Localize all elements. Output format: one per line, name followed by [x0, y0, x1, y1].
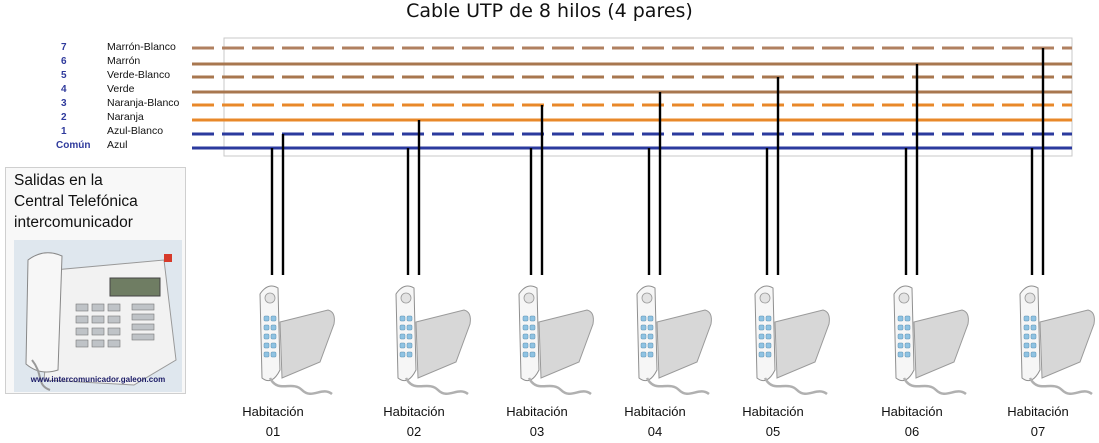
legend-number: 3: [61, 98, 67, 109]
legend-wire-name: Azul-Blanco: [107, 125, 164, 137]
pbx-phone-icon: www.intercomunicador.galeon.com: [14, 240, 182, 392]
room-label-name: Habitación: [881, 404, 943, 419]
legend-number: 4: [61, 84, 67, 95]
wall-phone-icon: [754, 285, 830, 396]
room-number: 06: [904, 424, 920, 439]
room-label: Habitación 03: [492, 402, 582, 442]
room-label-name: Habitación: [624, 404, 686, 419]
legend-number: 5: [61, 70, 67, 81]
legend-number: Común: [56, 140, 91, 151]
legend-number: 6: [61, 56, 67, 67]
room-label: Habitación 01: [228, 402, 318, 442]
legend-number: 1: [61, 126, 67, 137]
central-office-url: www.intercomunicador.galeon.com: [30, 375, 166, 384]
room-number: 07: [1030, 424, 1046, 439]
room-label: Habitación 04: [610, 402, 700, 442]
room-label: Habitación 07: [993, 402, 1083, 442]
room-number: 04: [647, 424, 663, 439]
wall-phone-icon: [1019, 285, 1095, 396]
legend-number: 7: [61, 42, 67, 53]
room-number: 03: [529, 424, 545, 439]
central-office-box: Salidas en la Central Telefónica interco…: [5, 167, 186, 394]
legend-wire-name: Naranja-Blanco: [107, 97, 180, 109]
room-label-name: Habitación: [1007, 404, 1069, 419]
central-office-label: Salidas en la Central Telefónica interco…: [14, 172, 138, 231]
room-label-name: Habitación: [506, 404, 568, 419]
wall-phone-icon: [518, 285, 594, 396]
room-label-name: Habitación: [742, 404, 804, 419]
room-number: 02: [406, 424, 422, 439]
room-label: Habitación 02: [369, 402, 459, 442]
legend-wire-name: Verde: [107, 83, 135, 95]
wall-phone-icon: [395, 285, 471, 396]
wall-phone-icon: [259, 285, 335, 396]
room-label: Habitación 06: [867, 402, 957, 442]
diagram-title: Cable UTP de 8 hilos (4 pares): [406, 0, 693, 22]
room-number: 01: [265, 424, 281, 439]
legend-wire-name: Marrón: [107, 55, 141, 67]
legend-wire-name: Azul: [107, 139, 128, 151]
wall-phone-icon: [893, 285, 969, 396]
wall-phone-icon: [636, 285, 712, 396]
room-label: Habitación 05: [728, 402, 818, 442]
room-label-name: Habitación: [383, 404, 445, 419]
cable-outline: [223, 37, 1073, 157]
legend-wire-name: Verde-Blanco: [107, 69, 171, 81]
room-number: 05: [765, 424, 781, 439]
legend-wire-name: Naranja: [107, 111, 144, 123]
room-label-name: Habitación: [242, 404, 304, 419]
legend-number: 2: [61, 112, 67, 123]
legend-wire-name: Marrón-Blanco: [107, 41, 176, 53]
